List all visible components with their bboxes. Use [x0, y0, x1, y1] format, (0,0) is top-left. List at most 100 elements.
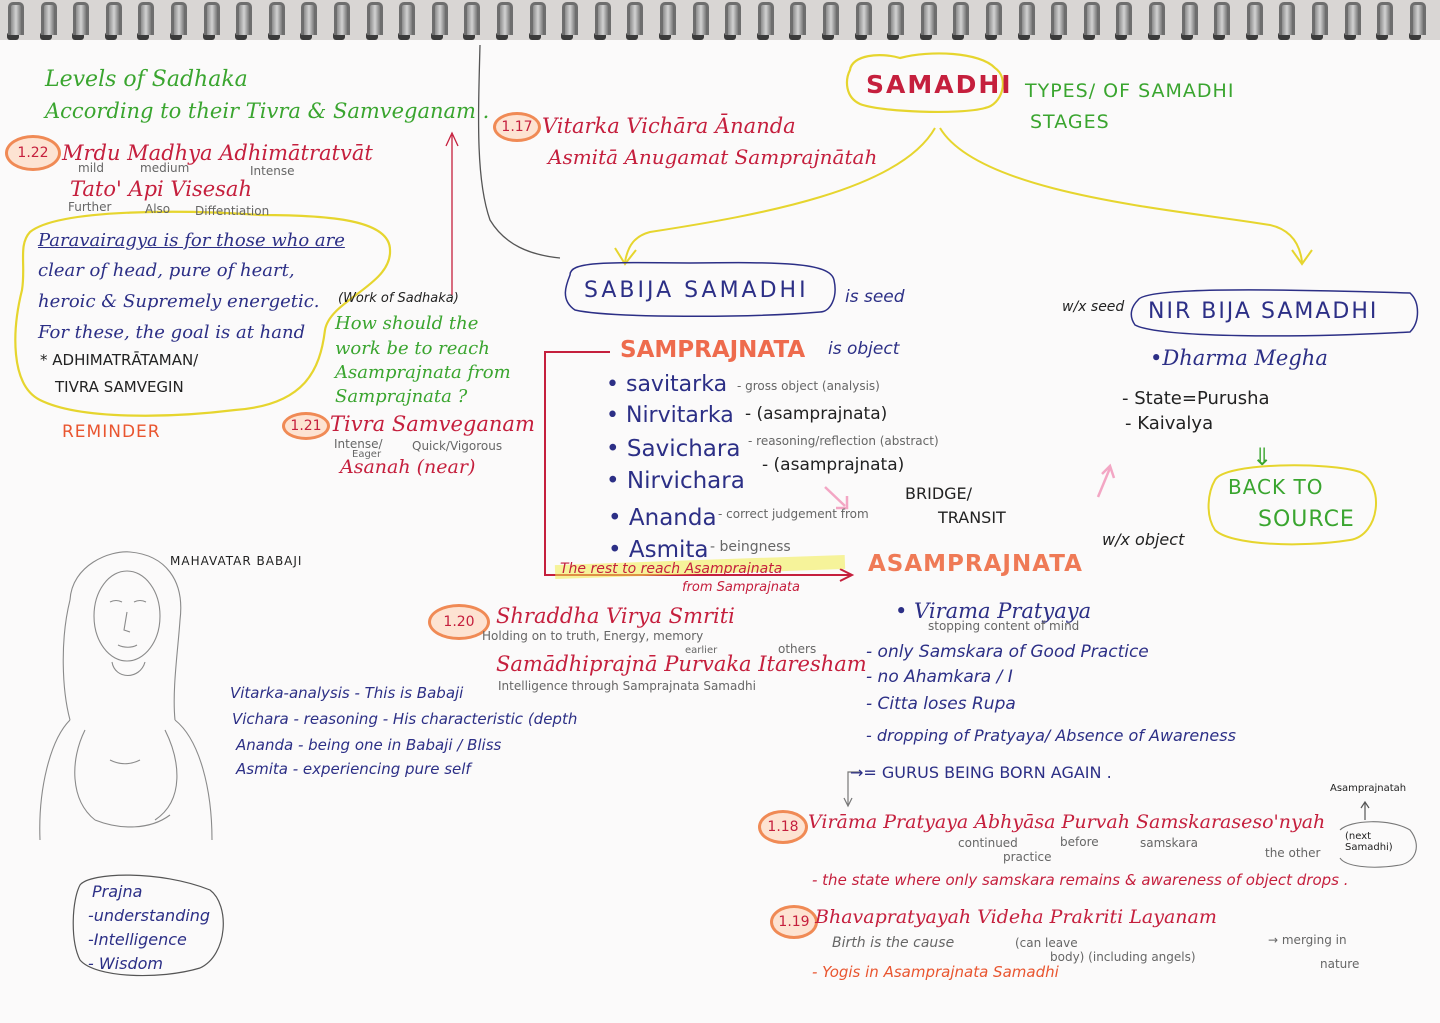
bullet-asmita: • Asmita — [608, 537, 709, 563]
sutra-number-1-20: 1.20 — [428, 604, 490, 640]
bridge-line2: TRANSIT — [938, 508, 1006, 527]
spiral-ring — [1377, 2, 1394, 35]
savitarka-gloss: - gross object (analysis) — [737, 379, 880, 393]
reminder-label: REMINDER — [62, 422, 161, 442]
state-purusha: - State=Purusha — [1122, 388, 1270, 409]
nirbija-title: NIR BIJA SAMADHI — [1148, 299, 1379, 324]
spiral-hole — [952, 32, 965, 40]
nirvichara-gloss: - (asamprajnata) — [762, 455, 905, 475]
back-to-label: BACK TO — [1228, 475, 1324, 499]
samprajnata-title: SAMPRAJNATA — [620, 337, 806, 363]
asmita-gloss: - beingness — [710, 539, 791, 555]
spiral-hole — [430, 32, 443, 40]
ananda-label: Ananda — [628, 505, 717, 531]
spiral-hole — [691, 32, 704, 40]
spiral-ring — [399, 2, 416, 35]
samadhi-subtitle1: TYPES/ OF SAMADHI — [1025, 80, 1235, 102]
prajna-title: Prajna — [92, 882, 143, 901]
nirvitarka-label: Nirvitarka — [625, 403, 734, 428]
spiral-ring — [431, 2, 448, 35]
gloss-further: Further — [68, 200, 112, 214]
gloss-practice: practice — [1003, 850, 1052, 864]
rest-line1: The rest to reach Asamprajnata — [560, 561, 783, 577]
spiral-hole — [1115, 32, 1128, 40]
spiral-ring — [268, 2, 285, 35]
babaji-line4: Asmita - experiencing pure self — [236, 760, 471, 778]
gloss-quick-vigorous: Quick/Vigorous — [412, 439, 503, 453]
spiral-ring — [562, 2, 579, 35]
babaji-caption: MAHAVATAR BABAJI — [170, 554, 303, 568]
merge-gloss: → merging in — [1268, 933, 1347, 947]
spiral-hole — [1180, 32, 1193, 40]
spiral-ring — [1312, 2, 1328, 35]
asamprajnata-note: w/x object — [1102, 530, 1185, 549]
sutra-number-1-19: 1.19 — [770, 905, 818, 939]
spiral-hole — [659, 32, 671, 40]
sutra-1-18-line2: - the state where only samskara remains … — [812, 871, 1349, 889]
babaji-sketch — [39, 551, 213, 841]
asamprajnata-title: ASAMPRAJNATA — [868, 551, 1083, 577]
spiral-ring — [594, 2, 611, 35]
spiral-ring — [757, 2, 774, 35]
spiral-hole — [985, 32, 997, 40]
sutra-1-20-line2: Samādhiprajnā Purvaka Itaresham — [496, 652, 867, 676]
nirbija-bubble — [1130, 289, 1419, 337]
spiral-hole — [7, 32, 19, 40]
paravairagya-line4: For these, the goal is at hand — [38, 322, 306, 343]
gloss-samskara: samskara — [1140, 836, 1198, 850]
spiral-ring — [953, 2, 970, 35]
sutra-1-18-line1: Virāma Pratyaya Abhyāsa Purvah Samskaras… — [808, 811, 1326, 833]
spiral-hole — [854, 32, 867, 40]
spiral-hole — [202, 32, 215, 40]
spiral-ring — [855, 2, 872, 35]
spiral-hole — [1408, 32, 1421, 40]
sutra-1-20-line1: Shraddha Virya Smriti — [496, 604, 735, 628]
paravairagya-line1: Paravairagya is for those who are — [38, 230, 345, 251]
sabija-title: SABIJA SAMADHI — [584, 278, 809, 303]
merge-gloss2: nature — [1320, 957, 1360, 971]
samadhi-title: SAMADHI — [866, 70, 1013, 99]
spiral-ring — [1149, 2, 1165, 35]
sutra-1-17-line1: Vitarka Vichāra Ānanda — [542, 114, 796, 138]
spiral-hole — [170, 32, 182, 40]
spiral-ring — [1246, 2, 1263, 35]
highlight-mark — [554, 554, 846, 580]
spiral-ring — [464, 2, 481, 35]
babaji-line2: Vichara - reasoning - His characteristic… — [232, 710, 578, 728]
savichara-label: Savichara — [626, 436, 741, 462]
sutra-1-17-line2: Asmitā Anugamat Samprajnātah — [548, 145, 878, 169]
spiral-ring — [105, 2, 122, 35]
spiral-binding — [0, 0, 1440, 40]
sutra-number-1-21: 1.21 — [282, 412, 330, 440]
spiral-hole — [463, 32, 476, 40]
gloss-before: before — [1060, 835, 1099, 849]
spiral-ring — [1083, 2, 1100, 35]
gloss-also: Also — [145, 202, 171, 216]
kaivalya: - Kaivalya — [1125, 413, 1214, 434]
levels-title-line1: Levels of Sadhaka — [45, 67, 248, 92]
sutra-number-1-22: 1.22 — [5, 135, 61, 171]
sutra-1-19-line2: - Yogis in Asamprajnata Samadhi — [812, 963, 1059, 981]
spiral-ring — [529, 2, 546, 35]
spiral-ring — [138, 2, 155, 35]
prajna-wisdom: - Wisdom — [88, 954, 163, 973]
spiral-hole — [1376, 32, 1389, 40]
paravairagya-bubble — [14, 210, 392, 417]
samadhi-bubble — [845, 52, 1005, 114]
spiral-ring — [888, 2, 905, 35]
virama-pratyaya: • Virama Pratyaya — [895, 599, 1092, 623]
sabija-note: is seed — [845, 287, 905, 307]
spiral-hole — [561, 32, 574, 40]
spiral-hole — [398, 32, 411, 40]
spiral-hole — [1311, 32, 1323, 40]
spiral-ring — [40, 2, 57, 35]
spiral-hole — [235, 32, 248, 40]
work-line3: Asamprajnata from — [335, 362, 511, 383]
asam-item3: - Citta loses Rupa — [866, 694, 1016, 714]
spiral-ring — [986, 2, 1002, 35]
gloss-the-other: the other — [1265, 846, 1321, 860]
work-line1: How should the — [335, 313, 479, 334]
bullet-savichara: • Savichara — [606, 436, 741, 462]
spiral-hole — [919, 32, 932, 40]
